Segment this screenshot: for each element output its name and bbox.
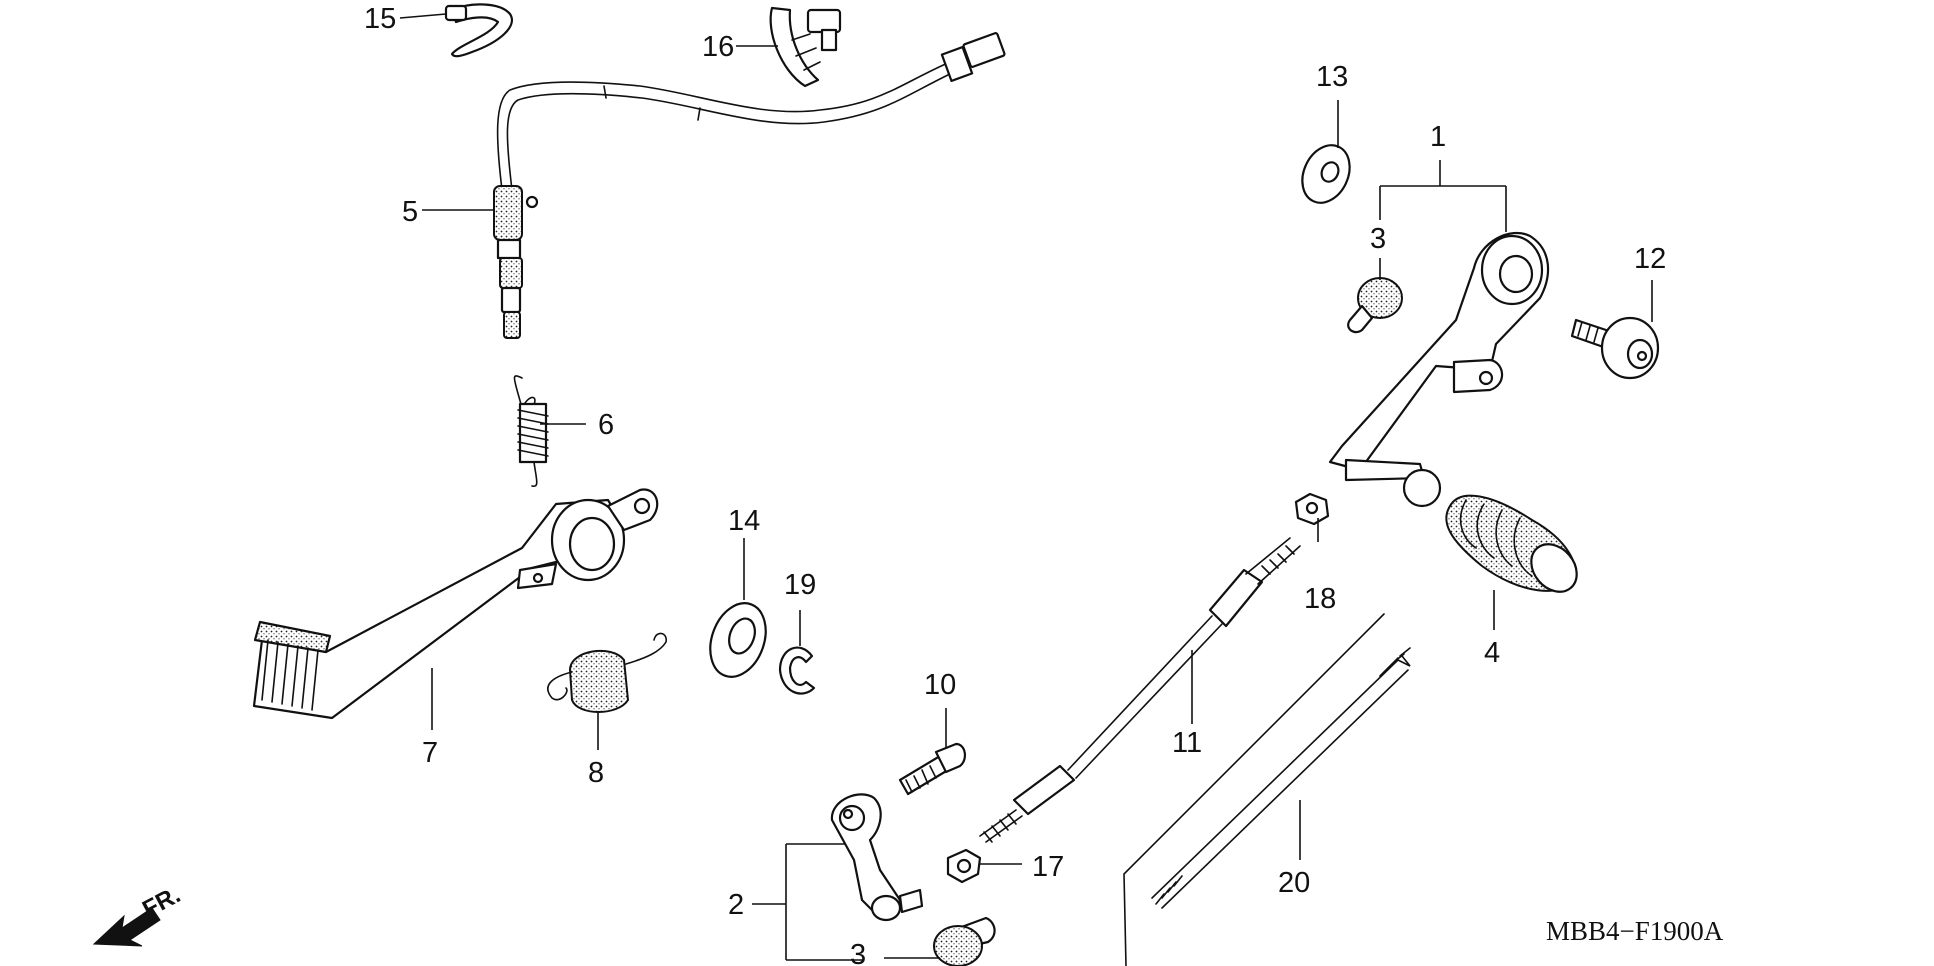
part-1-shift-pedal	[1328, 231, 1550, 508]
callout-15: 14	[728, 505, 760, 537]
callout-1: 1	[1430, 121, 1446, 153]
part-3-ball-joint-lower	[933, 916, 996, 966]
part-15-washer	[709, 602, 767, 678]
callout-18: 18	[1304, 583, 1336, 615]
callout-13: 17	[1032, 851, 1064, 883]
part-17-harness-band	[769, 6, 842, 88]
part-14-washer	[1301, 144, 1351, 204]
figure-code: MBB4−F1900A	[1546, 916, 1724, 946]
part-12-pivot-bolt	[1570, 316, 1660, 380]
callout-10: 10	[924, 669, 956, 701]
part-19-snap-ring	[778, 646, 816, 695]
callout-20: 20	[1278, 867, 1310, 899]
callout-17: 16	[702, 31, 734, 63]
callout-2: 2	[728, 889, 744, 921]
part-18-nut	[1294, 492, 1330, 526]
part-11-shift-rod	[979, 537, 1301, 843]
callout-11: 11	[1172, 727, 1202, 759]
part-7-brake-pedal	[252, 488, 659, 720]
callout-19: 19	[784, 569, 816, 601]
frame-outline	[1123, 613, 1385, 966]
part-13-nut	[946, 848, 982, 884]
leader-lines	[399, 13, 1653, 961]
part-16-cable-clamp	[444, 3, 513, 58]
callout-6: 6	[598, 409, 614, 441]
callout-5: 5	[402, 196, 418, 228]
callout-3-upper: 3	[1370, 223, 1386, 255]
part-3-ball-joint-upper	[1347, 277, 1403, 334]
front-direction-arrow-icon	[92, 907, 161, 947]
callout-7: 7	[422, 737, 438, 769]
callout-3-lower: 3	[850, 939, 866, 966]
callout-8: 8	[588, 757, 604, 789]
callout-labels: 15 16 5 6 7 8 14 19 10 11 18 13 1 3 12 4…	[364, 3, 1666, 966]
part-8-return-spring	[547, 632, 667, 713]
callout-12: 12	[1634, 243, 1666, 275]
part-5-stop-switch	[493, 32, 1006, 339]
callout-4: 4	[1484, 637, 1500, 669]
callout-14: 13	[1316, 61, 1348, 93]
part-6-spring	[513, 375, 549, 487]
callout-16: 15	[364, 3, 396, 35]
part-4-shift-rubber	[1445, 494, 1578, 593]
part-20-long-bolt	[1151, 647, 1411, 909]
part-10-bolt	[898, 742, 966, 796]
part-2-shift-arm	[830, 793, 924, 922]
